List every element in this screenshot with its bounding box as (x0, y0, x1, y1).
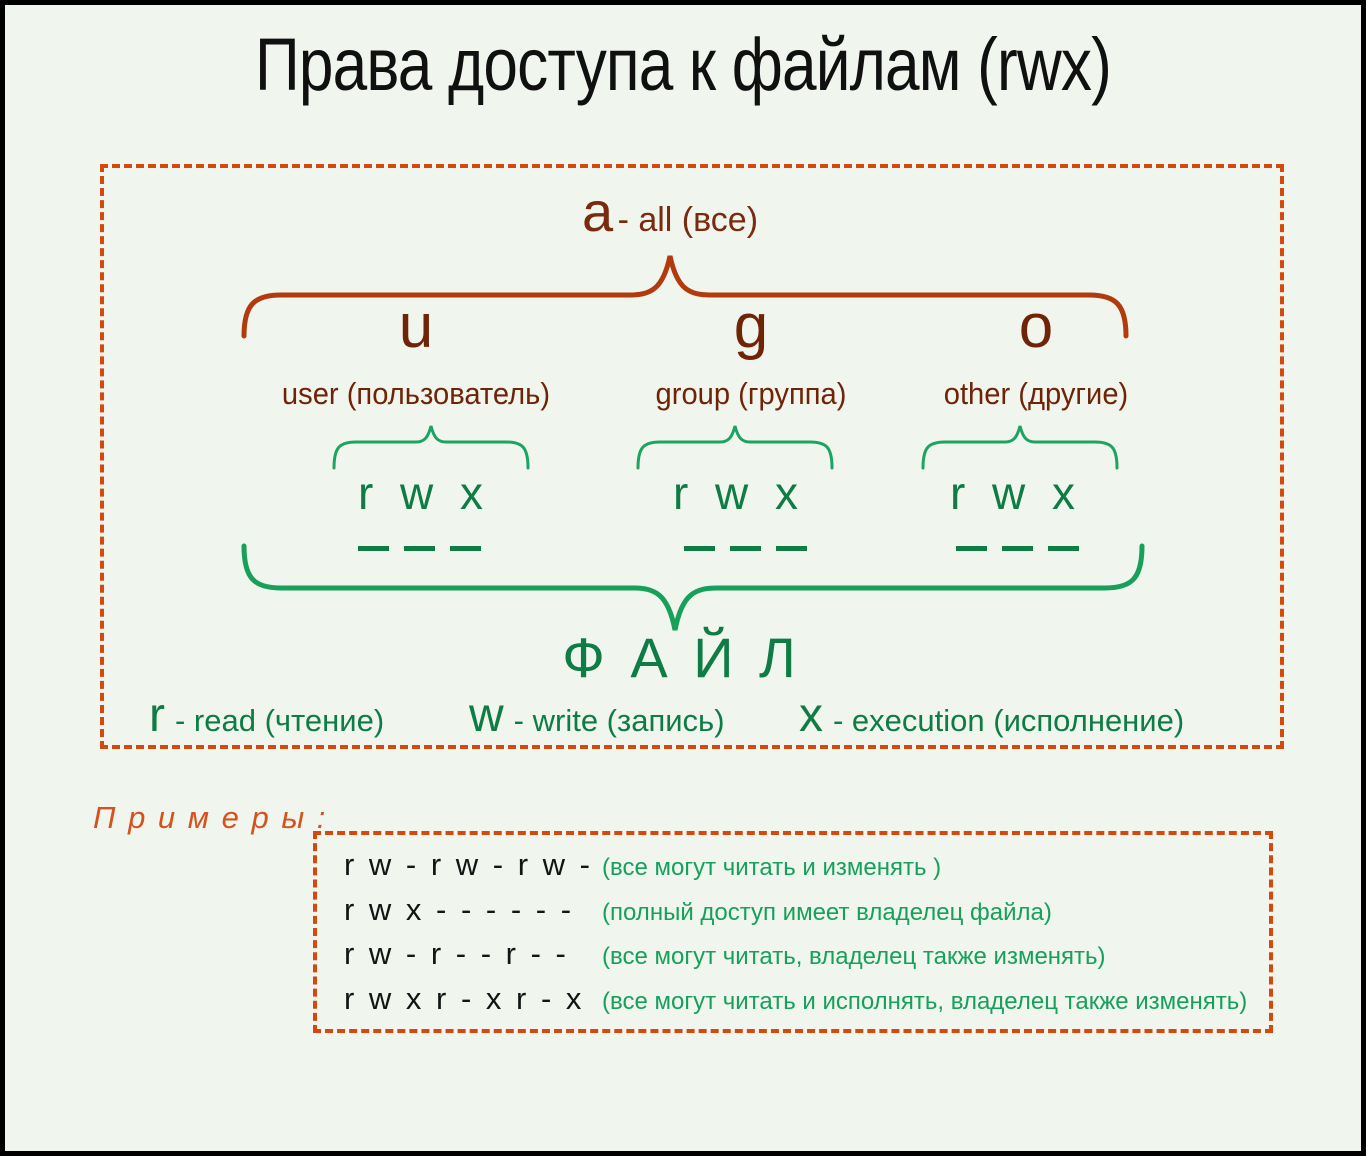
dash-icon (1002, 546, 1033, 551)
page-title: Права доступа к файлам (rwx) (255, 23, 1112, 106)
group-letter-group: g (733, 292, 769, 361)
group-label-other: other (другие) (943, 376, 1129, 411)
brace-user-perms-icon (331, 423, 531, 471)
group-letter-user: u (398, 292, 434, 361)
all-scope-label: a - all (все) (104, 184, 1236, 240)
example-perms: r w x r - x r - x (344, 980, 583, 1016)
legend-write-desc: - write (запись) (513, 703, 725, 738)
permission-dashes-other (956, 546, 1079, 551)
brace-ugo-icon (239, 250, 1131, 340)
legend-execution-desc: - execution (исполнение) (833, 703, 1185, 738)
permission-dashes-group (684, 546, 807, 551)
brace-group-perms-icon (635, 423, 835, 471)
legend-read: r - read (чтение) (149, 692, 384, 740)
dash-icon (776, 546, 807, 551)
group-label-group: group (группа) (655, 376, 847, 411)
legend-write-letter: w (469, 689, 504, 742)
brace-other-perms-icon (920, 423, 1120, 471)
example-perms: r w - r w - r w - (344, 847, 592, 883)
example-note: (все могут читать, владелец также изменя… (602, 943, 1106, 971)
perms-user: r w x (357, 467, 491, 519)
example-row: r w - r - - r - - (все могут читать, вла… (344, 936, 1257, 972)
legend-read-letter: r (149, 689, 165, 742)
legend-execution-letter: x (799, 689, 823, 742)
example-note: (все могут читать и исполнять, владелец … (602, 987, 1248, 1015)
legend-write: w - write (запись) (469, 692, 725, 740)
brace-file-icon (239, 542, 1147, 634)
example-note: (все могут читать и изменять ) (602, 854, 942, 882)
example-row: r w - r w - r w - (все могут читать и из… (344, 847, 1257, 883)
permissions-diagram-box: a - all (все) u g o user (пользователь) … (100, 164, 1284, 749)
example-row: r w x - - - - - - (полный доступ имеет в… (344, 892, 1257, 928)
dash-icon (404, 546, 435, 551)
dash-icon (358, 546, 389, 551)
perms-other: r w x (949, 467, 1083, 519)
example-perms: r w x - - - - - - (344, 891, 573, 927)
dash-icon (450, 546, 481, 551)
group-letter-other: o (1018, 292, 1054, 361)
perms-group: r w x (672, 467, 806, 519)
example-perms: r w - r - - r - - (344, 936, 568, 972)
group-label-user: user (пользователь) (281, 376, 551, 411)
example-row: r w x r - x r - x (все могут читать и ис… (344, 981, 1257, 1017)
dash-icon (684, 546, 715, 551)
dash-icon (1048, 546, 1079, 551)
dash-icon (956, 546, 987, 551)
all-letter: a (581, 180, 614, 243)
file-label: Ф А Й Л (562, 626, 801, 689)
all-description: - all (все) (617, 201, 759, 239)
examples-box: r w - r w - r w - (все могут читать и из… (313, 831, 1273, 1033)
dash-icon (730, 546, 761, 551)
example-note: (полный доступ имеет владелец файла) (602, 898, 1052, 926)
legend-read-desc: - read (чтение) (174, 703, 385, 738)
examples-heading: П р и м е р ы : (93, 800, 328, 835)
legend-execution: x - execution (исполнение) (799, 692, 1184, 740)
permission-dashes-user (358, 546, 481, 551)
